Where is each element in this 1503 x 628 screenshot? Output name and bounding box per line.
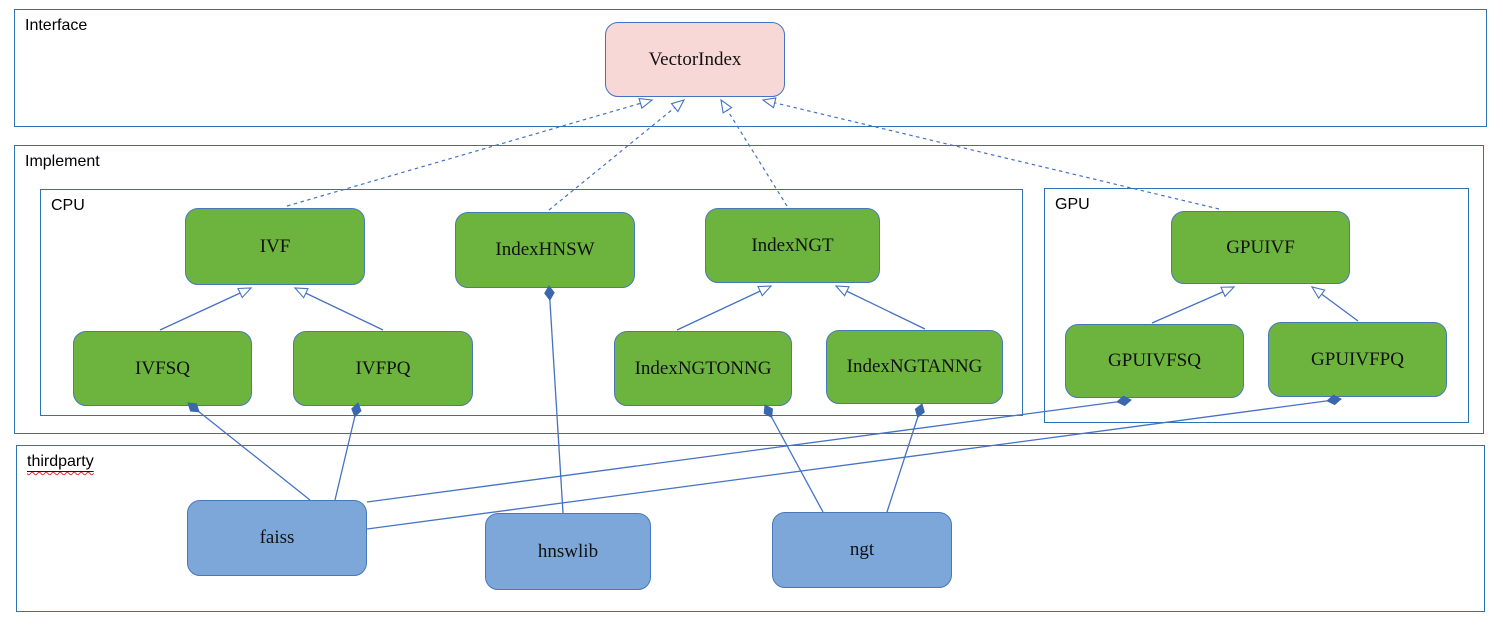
node-vectorindex-label: VectorIndex [648,48,742,70]
node-ivfsq-label: IVFSQ [135,357,190,379]
node-indexngt: IndexNGT [705,208,880,283]
node-gpuivfsq-label: GPUIVFSQ [1108,350,1201,371]
node-ngt-label: ngt [849,539,875,560]
node-gpuivf-label: GPUIVF [1226,236,1295,258]
cpu-section-label: CPU [51,197,85,214]
node-gpuivf: GPUIVF [1171,211,1350,284]
node-gpuivfpq: GPUIVFPQ [1268,322,1447,397]
implement-section-label: Implement [25,153,100,170]
node-indexngtanng-label: IndexNGTANNG [846,356,983,377]
node-indexhnsw: IndexHNSW [455,212,635,288]
node-indexngtonng: IndexNGTONNG [614,331,792,406]
node-gpuivfpq-label: GPUIVFPQ [1311,348,1404,370]
node-hnswlib-label: hnswlib [537,540,599,562]
node-hnswlib: hnswlib [485,513,651,590]
interface-section-label: Interface [25,17,88,34]
node-ivfpq: IVFPQ [293,331,473,406]
node-indexngtanng: IndexNGTANNG [826,330,1003,404]
node-indexhnsw-label: IndexHNSW [495,239,595,260]
node-ngt: ngt [772,512,952,588]
node-ivf-label: IVF [259,235,291,257]
node-vectorindex: VectorIndex [605,22,785,97]
thirdparty-section-label: thirdparty [27,453,94,470]
node-gpuivfsq: GPUIVFSQ [1065,324,1244,398]
node-faiss: faiss [187,500,367,576]
node-ivf: IVF [185,208,365,285]
node-faiss-label: faiss [259,527,295,548]
node-indexngt-label: IndexNGT [751,234,834,256]
node-ivfsq: IVFSQ [73,331,252,406]
gpu-section-label: GPU [1055,196,1090,213]
node-indexngtonng-label: IndexNGTONNG [634,357,772,379]
node-ivfpq-label: IVFPQ [355,357,411,379]
